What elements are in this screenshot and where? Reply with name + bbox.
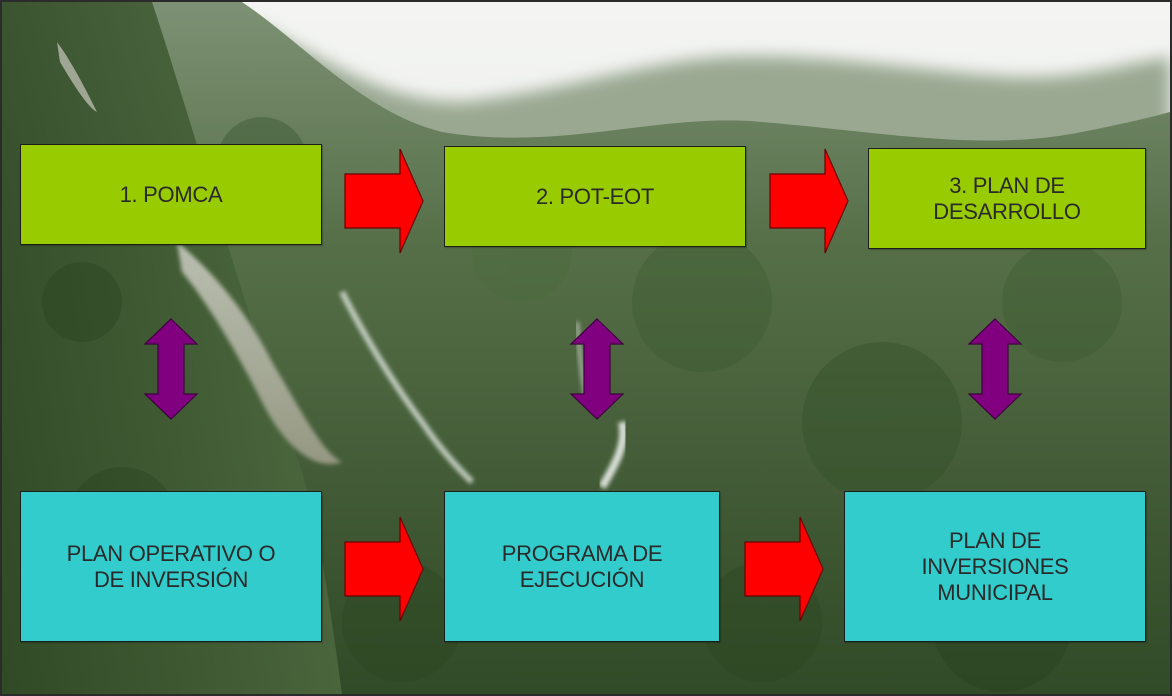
arrow-right-icon: [769, 148, 849, 254]
arrow-right-icon: [344, 516, 424, 622]
box-plan-operativo: PLAN OPERATIVO O DE INVERSIÓN: [20, 491, 322, 642]
box-plan-de-desarrollo-label: 3. PLAN DE DESARROLLO: [933, 172, 1081, 224]
box-pomca: 1. POMCA: [20, 144, 322, 245]
arrow-up-down-icon: [967, 318, 1023, 420]
box-programa-de-ejecucion-label: PROGRAMA DE EJECUCIÓN: [501, 540, 663, 592]
box-pomca-label: 1. POMCA: [119, 181, 223, 207]
box-plan-operativo-label: PLAN OPERATIVO O DE INVERSIÓN: [66, 540, 276, 592]
box-plan-de-inversiones-municipal-label: PLAN DE INVERSIONES MUNICIPAL: [921, 527, 1069, 605]
box-pot-eot: 2. POT-EOT: [444, 146, 746, 247]
box-plan-de-desarrollo: 3. PLAN DE DESARROLLO: [868, 148, 1146, 249]
arrow-right-icon: [744, 516, 824, 622]
box-pot-eot-label: 2. POT-EOT: [535, 183, 655, 209]
arrow-up-down-icon: [569, 318, 625, 420]
box-programa-de-ejecucion: PROGRAMA DE EJECUCIÓN: [444, 491, 720, 642]
arrow-up-down-icon: [143, 318, 199, 420]
arrow-right-icon: [344, 148, 424, 254]
box-plan-de-inversiones-municipal: PLAN DE INVERSIONES MUNICIPAL: [844, 491, 1146, 642]
